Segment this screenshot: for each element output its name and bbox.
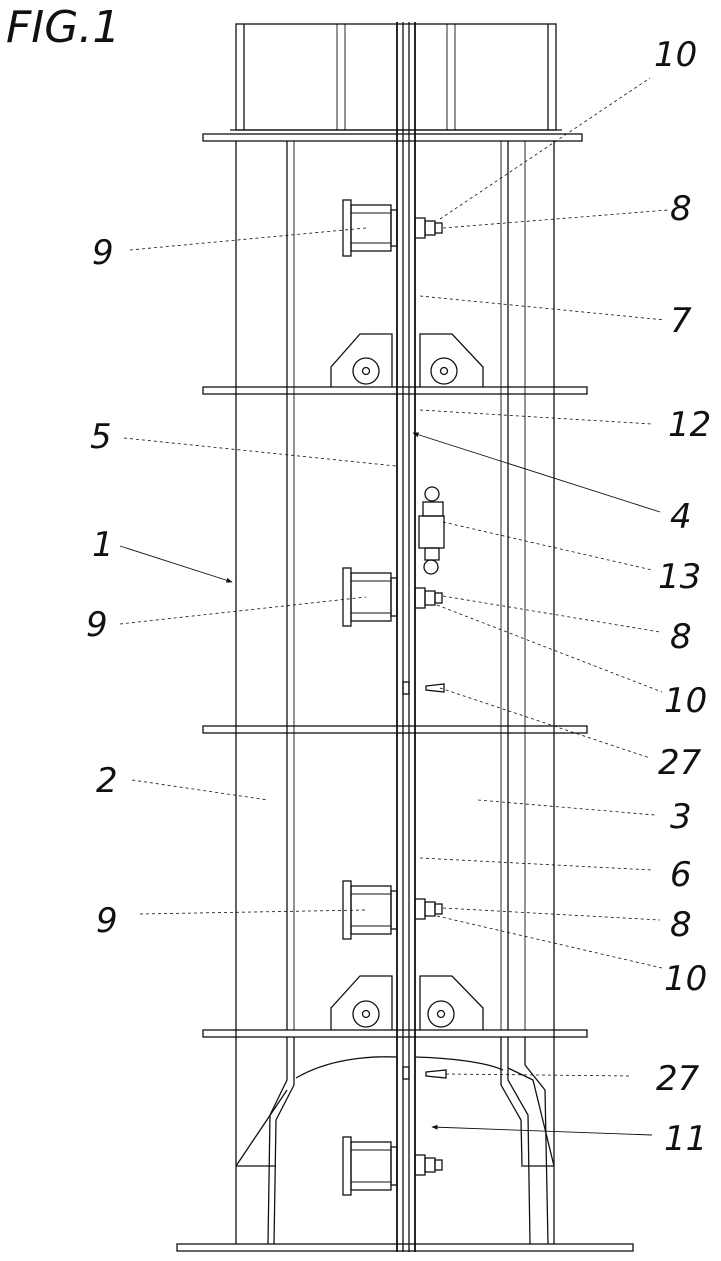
lower-gusset	[330, 975, 484, 1030]
label-27-mid: 27	[658, 743, 702, 783]
outer-shell	[235, 141, 555, 1244]
reference-numerals: 10 8 9 7 12 5 4 1 13 9 8 10 27 2 3 6 9 8…	[86, 35, 711, 1159]
roller-unit-bottom	[342, 1136, 443, 1196]
upper-gusset	[330, 333, 484, 387]
label-27-low: 27	[656, 1059, 700, 1099]
label-9-low: 9	[96, 901, 118, 941]
label-10-low: 10	[664, 959, 707, 999]
label-8-low: 8	[670, 905, 692, 945]
label-8-mid: 8	[670, 617, 692, 657]
wedge-mid	[402, 681, 445, 695]
label-2: 2	[96, 761, 118, 801]
roller-unit-mid	[342, 567, 443, 627]
label-10-mid: 10	[664, 681, 707, 721]
label-6: 6	[670, 855, 692, 895]
wedge-low	[402, 1066, 447, 1080]
label-9-mid: 9	[86, 605, 108, 645]
label-8-top: 8	[670, 189, 692, 229]
actuator-cylinder	[418, 486, 445, 575]
top-cap	[230, 23, 562, 131]
flange-plates	[176, 133, 634, 1252]
label-9-top: 9	[92, 233, 114, 273]
label-12: 12	[668, 405, 711, 445]
label-13: 13	[658, 557, 701, 597]
roller-unit-top	[342, 199, 443, 257]
label-5: 5	[90, 417, 112, 457]
label-4: 4	[670, 497, 692, 537]
figure-title: FIG.1	[6, 2, 120, 53]
label-11: 11	[664, 1119, 707, 1159]
bottom-skirt	[235, 1037, 555, 1245]
label-7: 7	[670, 301, 692, 341]
leader-lines	[119, 77, 669, 1136]
label-10-top: 10	[654, 35, 697, 75]
label-3: 3	[670, 797, 692, 837]
label-1: 1	[92, 525, 114, 565]
